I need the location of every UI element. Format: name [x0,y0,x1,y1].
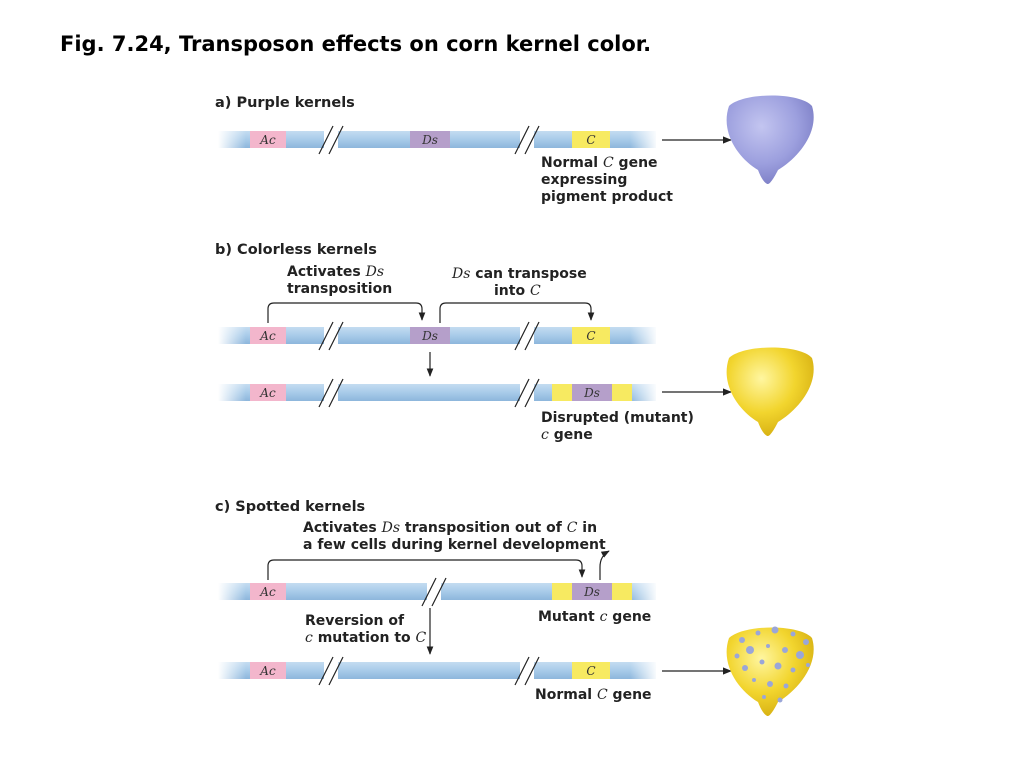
mutant-gene-label: c gene [541,427,593,443]
figure-title: Fig. 7.24, Transposon effects on corn ke… [60,32,651,56]
panel-b: b) Colorless kernels Activates Ds transp… [215,242,814,443]
panel-a-heading: a) Purple kernels [215,95,355,111]
ac-label: Ac [259,133,276,147]
dna-break-mark [514,321,530,351]
ac-element [250,583,286,600]
c-gene-label: C [586,133,595,147]
into-c-label: into C [494,283,541,299]
panel-b-heading: b) Colorless kernels [215,242,377,258]
normal-c-gene-label: Normal C gene [535,687,652,703]
dna-break-mark [514,378,530,408]
pigment-product-label: pigment product [541,189,673,205]
activates-ds-label: Activates Ds [287,264,384,280]
spotted-kernel [726,626,814,716]
panel-a: a) Purple kernels Ac Ds C Normal C gene … [215,95,814,205]
ac-label: Ac [259,664,276,678]
ac-element [250,327,286,344]
few-cells-label: a few cells during kernel development [303,537,606,553]
panel-a-dna: Ac Ds C [218,125,658,155]
ds-label: Ds [583,386,600,400]
activation-bracket-arrow [267,302,426,323]
disrupted-mutant-label: Disrupted (mutant) [541,410,694,426]
ds-element [410,131,450,148]
panel-c-heading: c) Spotted kernels [215,499,365,515]
normal-c-gene-label: Normal C gene [541,155,658,171]
activation-bracket-arrow [267,559,586,580]
transposition-label: transposition [287,281,392,297]
mutant-c-gene-label: Mutant c gene [538,609,651,625]
c-gene-label: C [586,664,595,678]
ac-element [250,131,286,148]
activates-out-of-c-label: Activates Ds transposition out of C in [303,520,597,536]
dna-break-mark [421,577,437,607]
purple-kernel [726,95,814,184]
dna-break-mark [318,656,334,686]
dna-break-mark [318,321,334,351]
ds-element [572,384,612,401]
reversion-label: Reversion of [305,613,405,629]
ac-element [250,384,286,401]
excision-arrow [599,550,610,580]
ac-label: Ac [259,585,276,599]
c-gene [572,662,610,679]
c-gene [572,131,610,148]
ds-label: Ds [421,329,438,343]
ds-element [572,583,612,600]
ds-element [410,327,450,344]
ac-label: Ac [259,329,276,343]
panel-b-dna-top: Ac Ds C [218,321,658,351]
c-gene [572,327,610,344]
dna-break-mark [514,125,530,155]
panel-b-dna-bottom: Ac Ds [218,378,658,408]
yellow-kernel [726,347,814,436]
ac-element [250,662,286,679]
ac-label: Ac [259,386,276,400]
transpose-bracket-arrow [439,302,595,323]
dna-break-mark [318,125,334,155]
dna-break-mark [514,656,530,686]
ds-label: Ds [583,585,600,599]
panel-c: c) Spotted kernels Activates Ds transpos… [215,499,814,716]
ds-label: Ds [421,133,438,147]
dna-break-mark [318,378,334,408]
panel-c-dna-bottom: Ac C [218,656,658,686]
ds-can-transpose-label: Ds can transpose [451,266,587,282]
c-gene-label: C [586,329,595,343]
expressing-label: expressing [541,172,627,188]
mutation-to-c-label: c mutation to C [305,630,427,646]
panel-c-dna-top: Ac Ds [218,577,658,607]
purple-spots [734,626,810,703]
